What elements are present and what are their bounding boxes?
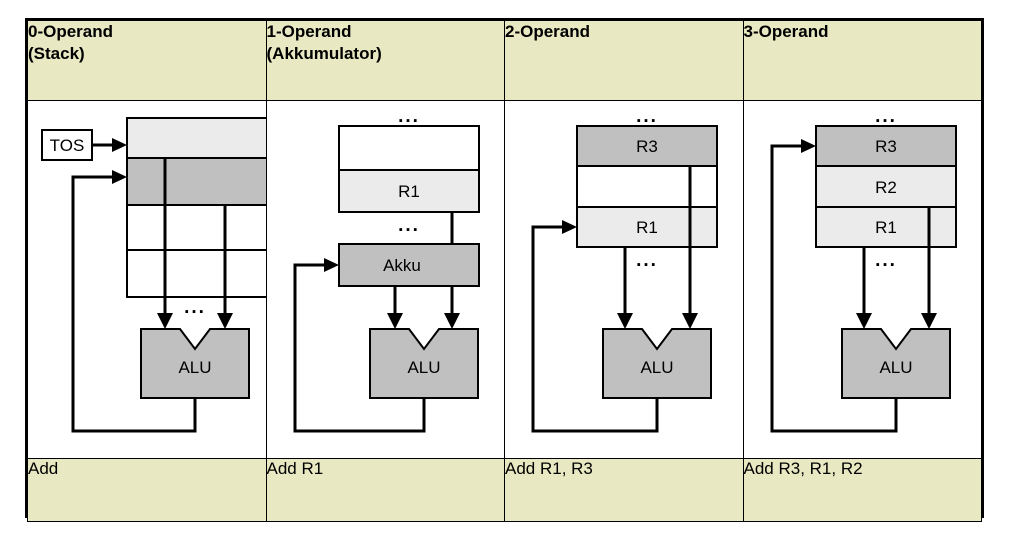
diagram-cell-stack: TOS — [27, 100, 267, 459]
comparison-table: 0-Operand (Stack) 1-Operand (Akkumulator… — [27, 20, 982, 522]
header-title-line1: 2-Operand — [505, 22, 591, 41]
operand-arrow-left-icon — [386, 313, 403, 329]
operand-arrow-right-icon — [443, 313, 460, 329]
header-title-line1: 0-Operand — [28, 22, 114, 41]
stack-cell-3 — [126, 249, 266, 298]
register-empty — [576, 165, 718, 208]
alu-label: ALU — [407, 358, 440, 377]
header-cell-2-operand: 2-Operand — [504, 20, 744, 101]
stack-cell-0 — [126, 117, 266, 159]
header-cell-3-operand: 3-Operand — [742, 20, 982, 101]
diagram-cell-two-operand: ... R3 R1 ... — [504, 100, 744, 459]
operand-arrow-left-icon — [157, 313, 173, 329]
memory-ellipsis-top: ... — [398, 106, 420, 127]
two-operand-diagram: ... R3 R1 ... — [531, 106, 718, 433]
memory-cell-r1-label: R1 — [398, 182, 420, 201]
three-operand-diagram: ... R3 R2 R1 ... — [770, 106, 957, 433]
alu-feedback-arrow-icon — [562, 220, 577, 234]
alu-shape — [840, 328, 951, 399]
instruction-cell-3-operand: Add R3, R1, R2 — [742, 458, 982, 522]
header-cell-1-operand: 1-Operand (Akkumulator) — [265, 20, 505, 101]
alu-feedback-path — [770, 144, 897, 433]
diagram-row: TOS — [27, 100, 982, 459]
alu-label: ALU — [879, 358, 912, 377]
stack-diagram: TOS — [41, 117, 266, 433]
register-ellipsis-bottom: ... — [636, 250, 658, 271]
header-title-line1: 1-Operand — [266, 22, 352, 41]
alu-feedback-path — [71, 175, 197, 433]
register-r2 — [814, 165, 957, 208]
instruction-cell-2-operand: Add R1, R3 — [504, 458, 744, 522]
register-r3-label: R3 — [875, 137, 897, 156]
alu-feedback-path — [531, 225, 659, 433]
register-r3-label: R3 — [636, 137, 658, 156]
alu-feedback-arrow-icon — [800, 139, 816, 153]
header-title-line2: (Stack) — [28, 43, 85, 63]
operand-arrow-left-icon — [617, 313, 633, 329]
accumulator-label: Akku — [383, 256, 421, 275]
diagram-cell-accumulator: ... R1 ... Akku — [265, 100, 505, 459]
register-r3 — [576, 125, 718, 167]
operand-arrow-left-icon — [855, 313, 872, 329]
accumulator-diagram: ... R1 ... Akku — [293, 106, 480, 433]
register-ellipsis-top: ... — [875, 106, 897, 127]
tos-arrow-head-icon — [112, 138, 127, 152]
instruction-cell-1-operand: Add R1 — [265, 458, 505, 522]
register-r1 — [814, 206, 957, 248]
register-ellipsis-top: ... — [636, 106, 658, 127]
instruction-row: Add Add R1 Add R1, R3 Add R3, R1, R2 — [27, 458, 982, 522]
alu-shape — [140, 328, 250, 399]
stack-ellipsis: ... — [184, 297, 206, 318]
header-title-line1: 3-Operand — [743, 22, 829, 41]
stack-cell-2 — [126, 204, 266, 251]
alu-shape — [602, 328, 712, 399]
register-r1-label: R1 — [636, 218, 658, 237]
operand-arrow-right-icon — [682, 313, 698, 329]
header-row: 0-Operand (Stack) 1-Operand (Akkumulator… — [27, 20, 982, 101]
register-r2-label: R2 — [875, 178, 897, 197]
alu-label: ALU — [640, 358, 673, 377]
header-title-line2: (Akkumulator) — [266, 43, 382, 63]
operand-arrow-right-icon — [920, 313, 937, 329]
register-r1-label: R1 — [875, 218, 897, 237]
header-cell-0-operand: 0-Operand (Stack) — [27, 20, 267, 101]
alu-shape — [368, 328, 479, 399]
memory-cell-0 — [337, 125, 480, 171]
alu-label: ALU — [178, 358, 211, 377]
tos-label-box — [41, 129, 93, 161]
alu-feedback-arrow-icon — [112, 170, 127, 184]
alu-feedback-path — [293, 263, 425, 433]
tos-label: TOS — [50, 136, 85, 155]
stack-cell-1 — [126, 157, 266, 206]
operand-arrow-right-icon — [217, 313, 233, 329]
diagram-cell-three-operand: ... R3 R2 R1 ... — [742, 100, 982, 459]
operand-comparison-table: 0-Operand (Stack) 1-Operand (Akkumulator… — [25, 18, 984, 522]
memory-cell-r1 — [337, 169, 480, 213]
instruction-cell-0-operand: Add — [27, 458, 267, 522]
register-ellipsis-bottom: ... — [875, 250, 897, 271]
memory-ellipsis-bottom: ... — [398, 215, 420, 236]
alu-feedback-arrow-icon — [323, 258, 339, 272]
